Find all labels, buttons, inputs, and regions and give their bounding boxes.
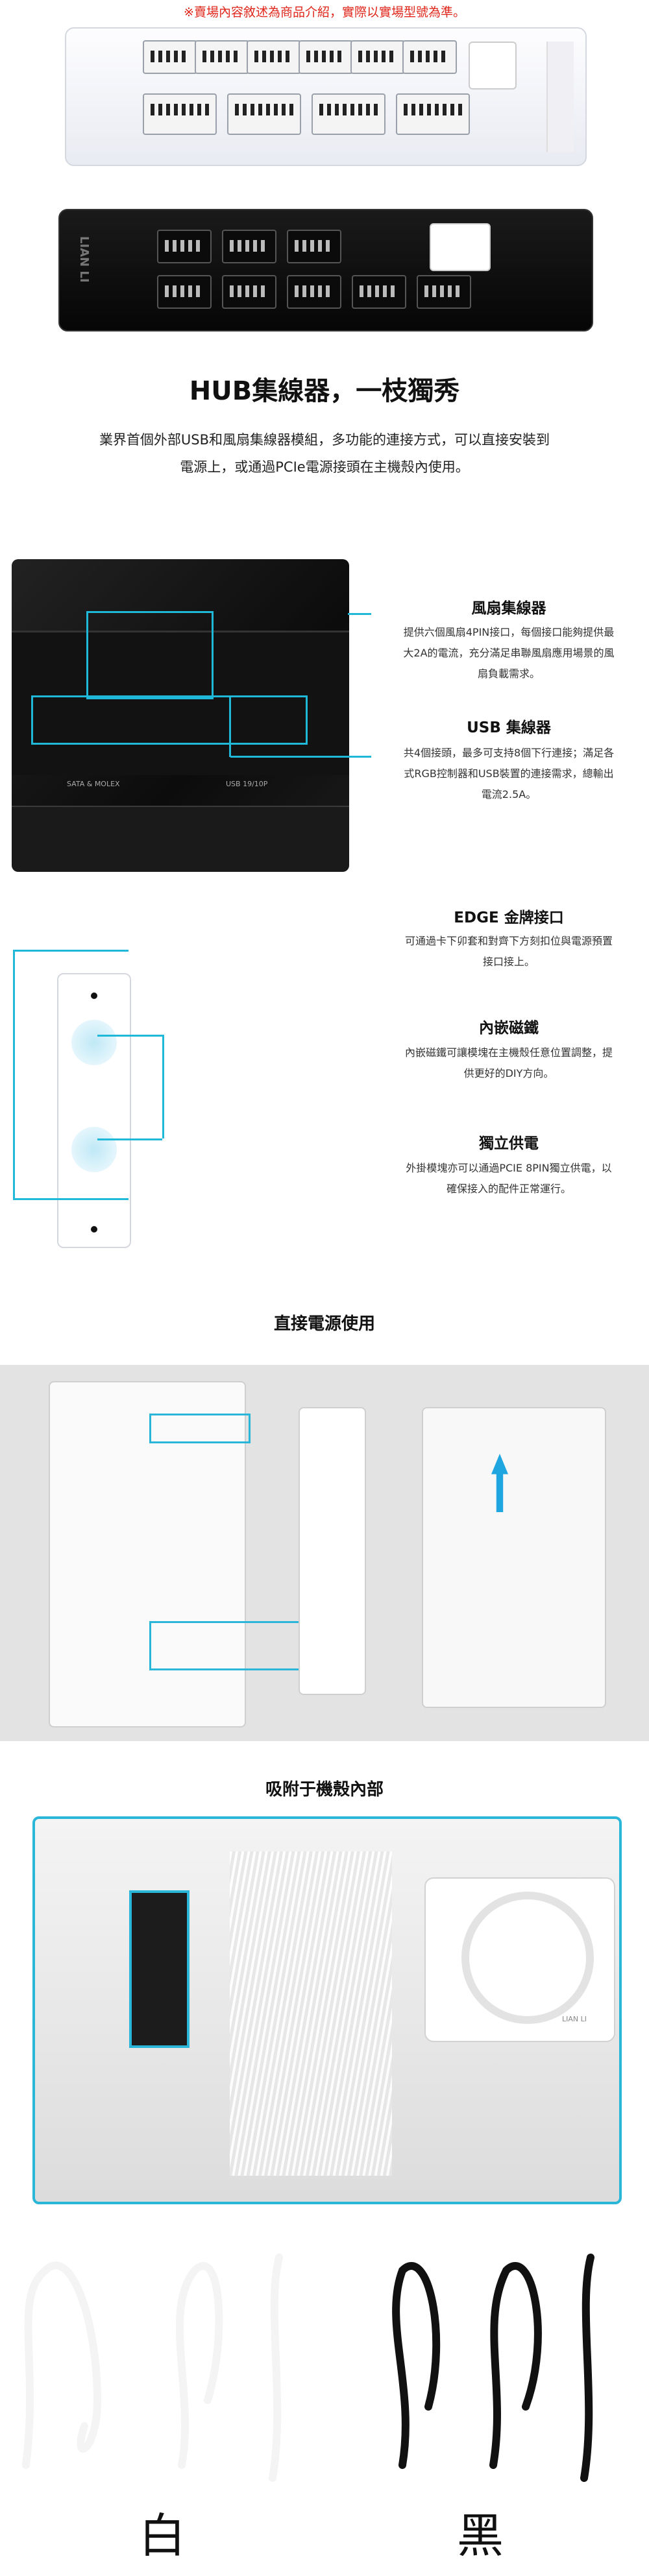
white-hub-image [65, 27, 587, 166]
feature-text-power-2: 確保接入的配件正常運行。 [446, 1183, 571, 1195]
psu-port-highlight [149, 1414, 251, 1443]
black-fan-port [222, 230, 276, 263]
feature-text-fan-hub-1: 提供六個風扇4PIN接口，每個接口能夠提供最 [403, 626, 615, 638]
fan-brand-logo: LIAN LI [562, 2015, 587, 2023]
white-cable-3 [269, 2254, 283, 2482]
feature-text-usb-hub-1: 共4個接頭，最多可支持8個下行連接；滿足各 [403, 747, 615, 759]
intro-line-1: 業界首個外部USB和風扇集線器模組，多功能的連接方式，可以直接安裝到 [99, 432, 550, 448]
brand-logo: LIAN LI [77, 236, 91, 283]
arrow-up-icon [491, 1454, 508, 1512]
feature-text-usb-hub-2: 式RGB控制器和USB裝置的連接需求，總輸出 [404, 767, 614, 780]
feature-title-usb-hub: USB 集線器 [467, 719, 551, 736]
feature-text-fan-hub-3: 扇負載需求。 [477, 668, 540, 680]
hub-back-view [299, 1407, 366, 1695]
black-cable-2 [489, 2262, 542, 2469]
usb-hub-connector-line-v [229, 695, 231, 757]
color-label-white: 白 [138, 2509, 186, 2563]
white-usb-port [143, 93, 217, 135]
feature-text-usb-hub-3: 電流2.5A。 [481, 788, 537, 800]
white-fan-port [247, 40, 301, 74]
magnet-connector-line-bottom [97, 1138, 162, 1140]
feature-title-fan-hub: 風扇集線器 [471, 600, 546, 617]
feature-text-power-1: 外掛模塊亦可以通過PCIE 8PIN獨立供電，以 [406, 1162, 612, 1174]
black-fan-port [287, 230, 341, 263]
white-usb-port [227, 93, 301, 135]
hub-mounted-view [422, 1407, 606, 1708]
disclaimer-text: ※賣場內容敘述為商品介紹，實際以實場型號為準。 [184, 5, 465, 19]
black-cable-1 [392, 2262, 441, 2469]
section-title-direct-power: 直接電源使用 [273, 1314, 375, 1334]
mounted-hub-highlight [129, 1890, 190, 2048]
magnet-top [71, 1020, 117, 1065]
fan-hub-highlight [86, 611, 214, 699]
feature-title-power: 獨立供電 [479, 1135, 539, 1152]
black-power-connector [430, 223, 491, 271]
black-cable-3 [580, 2254, 594, 2482]
usb-hub-connector-line [230, 756, 371, 758]
intro-line-2: 電源上，或通過PCIe電源接頭在主機殼內使用。 [180, 459, 469, 475]
direct-power-band [0, 1365, 649, 1741]
white-fan-port [299, 40, 353, 74]
feature-text-magnets-2: 供更好的DIY方向。 [463, 1067, 554, 1079]
white-edge-tab [546, 42, 574, 152]
white-fan-port [195, 40, 249, 74]
fan-hub-connector-line [348, 613, 371, 615]
white-fan-port [143, 40, 197, 74]
strip-highlight [13, 950, 129, 1200]
magnet-bottom [71, 1127, 117, 1172]
feature-title-edge: EDGE 金牌接口 [454, 909, 564, 926]
black-usb-port [287, 275, 341, 309]
white-fan-port [350, 40, 405, 74]
psu-with-hub-image: SATA & MOLEX USB 19/10P [12, 559, 349, 872]
usb-port-label: USB 19/10P [226, 780, 268, 788]
white-usb-port [396, 93, 470, 135]
black-usb-port [222, 275, 276, 309]
sata-molex-label: SATA & MOLEX [67, 780, 120, 788]
magnet-connector-line [162, 1035, 164, 1138]
white-usb-port [312, 93, 386, 135]
usb-hub-highlight [31, 695, 308, 745]
white-power-connector [469, 42, 517, 90]
feature-title-magnets: 內嵌磁鐵 [479, 1020, 539, 1037]
white-cable-2 [175, 2262, 223, 2469]
black-usb-port [417, 275, 471, 309]
case-interior-image: LIAN LI [32, 1816, 622, 2204]
case-fan: LIAN LI [424, 1877, 615, 2042]
feature-text-edge-1: 可通過卡下卯套和對齊下方刻扣位與電源預置 [404, 935, 613, 947]
feature-text-fan-hub-2: 大2A的電流，充分滿足串聯風扇應用場景的風 [403, 647, 615, 659]
section-title-case-mount: 吸附于機殼內部 [265, 1780, 384, 1800]
black-usb-port [157, 275, 212, 309]
cables-image [22, 2254, 594, 2482]
black-usb-port [352, 275, 406, 309]
hub-heading: HUB集線器，一枝獨秀 [189, 376, 460, 406]
feature-text-edge-2: 接口接上。 [482, 956, 535, 968]
white-cable-1 [22, 2261, 102, 2469]
magnet-connector-line-top [97, 1035, 162, 1037]
black-hub-image: LIAN LI [58, 209, 593, 331]
black-fan-port [157, 230, 212, 263]
color-label-black: 黑 [456, 2509, 504, 2563]
cable-bundle [230, 1851, 392, 2176]
hub-back-strip [57, 973, 131, 1248]
white-fan-port [402, 40, 457, 74]
feature-text-magnets-1: 內嵌磁鐵可讓模塊在主機殼任意位置調整，提 [404, 1046, 613, 1059]
